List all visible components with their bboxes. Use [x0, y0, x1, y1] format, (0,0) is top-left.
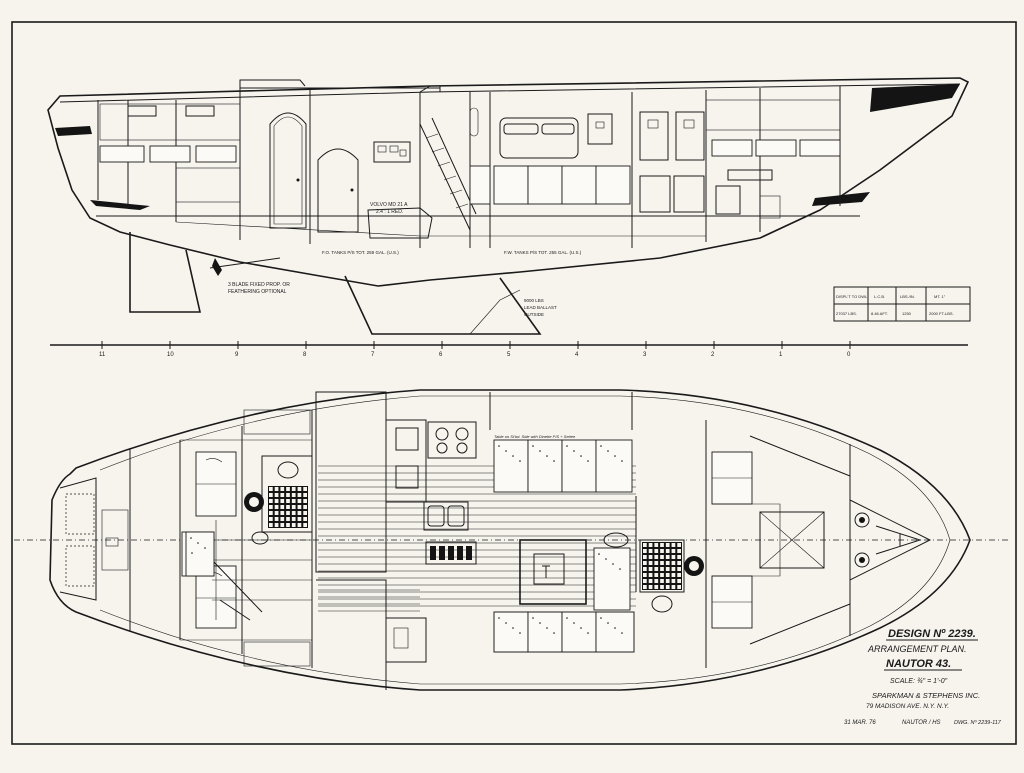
designer-address: 79 MADISON AVE. N.Y. N.Y.	[866, 703, 949, 710]
station-label: 9	[235, 352, 239, 358]
title-block: DESIGN Nº 2239. ARRANGEMENT PLAN. NAUTOR…	[844, 628, 1002, 726]
station-label: 1	[779, 352, 783, 358]
drawn-by: NAUTOR / HS	[902, 720, 941, 726]
prop-note-2: FEATHERING OPTIONAL	[228, 289, 287, 295]
water-tank-note: F.W. TANKS P/S TOT. 255 GAL. (U.S.)	[504, 250, 582, 255]
ballast-note-2: LEAD BALLAST	[524, 305, 557, 310]
drawing-date: 31 MAR. 76	[844, 720, 876, 726]
ballast-note-3: OUTSIDE	[524, 312, 544, 317]
boat-name: NAUTOR 43.	[886, 658, 951, 670]
station-label: 2	[711, 352, 715, 358]
station-label: 3	[643, 352, 647, 358]
station-label: 5	[507, 352, 511, 358]
plan-title: ARRANGEMENT PLAN.	[867, 644, 967, 654]
station-label: 11	[99, 352, 106, 358]
engine-note: VOLVO MD 21 A	[370, 202, 408, 208]
engine-note-sub: 2.4 : 1 RED.	[376, 209, 403, 215]
table-value-lbs-in: 1250	[902, 311, 912, 316]
station-label: 8	[303, 352, 307, 358]
table-value-mt: 2000 FT-LBS.	[929, 311, 954, 316]
table-value-displ: 27037 LBS.	[836, 311, 857, 316]
station-label: 7	[371, 352, 375, 358]
station-label: 10	[167, 352, 174, 358]
design-number: DESIGN Nº 2239.	[888, 628, 976, 640]
station-label: 0	[847, 352, 851, 358]
drawing-scale: SCALE: ¾" = 1'-0"	[890, 678, 948, 685]
table-header-lbs-in: LBS./IN.	[900, 294, 915, 299]
drawing-number: DWG. Nº 2239-117	[954, 719, 1002, 726]
profile-view: VOLVO MD 21 A 2.4 : 1 RED. F.O. TANKS P/…	[47, 77, 970, 335]
table-header-lcb: L.C.B.	[874, 294, 885, 299]
table-header-displ: DISPL'T TO DWL.	[836, 294, 868, 299]
station-label: 6	[439, 352, 443, 358]
saloon-note: Table on St'bd. Side with Dinette P/S + …	[494, 434, 576, 439]
table-header-mt: MT. 1"	[934, 294, 946, 299]
drawing-border	[11, 21, 1017, 745]
fuel-tank-note: F.O. TANKS P/S TOT. 259 GAL. (U.S.)	[322, 250, 399, 255]
station-label: 4	[575, 352, 579, 358]
designer-firm: SPARKMAN & STEPHENS INC.	[872, 691, 980, 700]
table-value-lcb: 8.46 AFT.	[871, 311, 888, 316]
ballast-note-1: 9000 LBS	[524, 298, 544, 303]
plan-view: Table on St'bd. Side with Dinette P/S + …	[14, 389, 1010, 691]
prop-note-1: 3 BLADE FIXED PROP. OR	[228, 282, 290, 288]
hydrostatic-table: DISPL'T TO DWL. L.C.B. LBS./IN. MT. 1" 2…	[833, 286, 971, 322]
